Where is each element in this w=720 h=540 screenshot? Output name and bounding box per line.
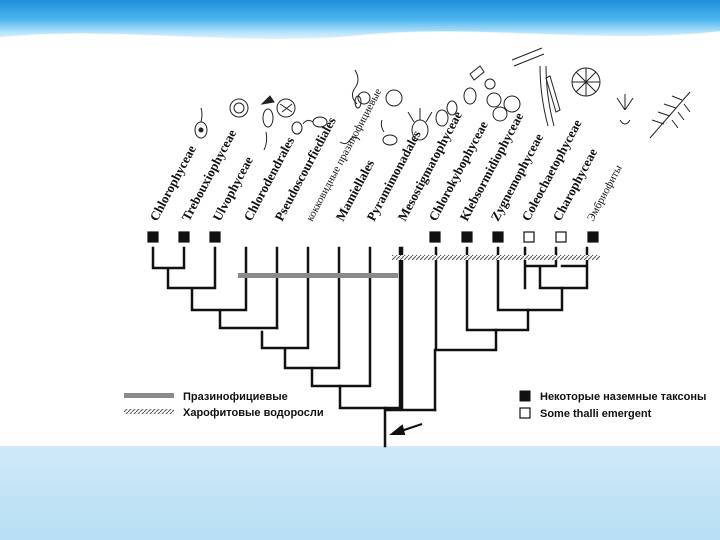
legend-prasino-swatch [124,393,174,398]
taxon-label: Эмбриофиты [585,163,625,224]
marker-open [555,231,567,243]
marker-filled [429,231,441,243]
legend-filled-label: Некоторые наземные таксоны [540,391,706,403]
phylogenetic-tree [151,246,589,448]
marker-open [523,231,535,243]
header-wave [0,31,720,50]
marker-filled [587,231,599,243]
root-arrow [389,423,423,435]
legend-filled-swatch [519,390,531,402]
legend-charo-swatch [124,409,174,414]
legend-open-swatch [519,407,531,419]
marker-filled [209,231,221,243]
marker-filled [147,231,159,243]
taxon-labels: Chlorophyceae Trebouxiophyceae Ulvophyce… [146,87,625,224]
marker-filled [461,231,473,243]
charo-bar [392,255,600,260]
footer-band [0,446,720,540]
legend-prasino-label: Празинофициевые [183,391,288,403]
marker-filled [492,231,504,243]
legend-open-label: Some thalli emergent [540,408,652,420]
legend: Празинофициевые Харофитовые водоросли Не… [124,390,706,420]
taxon-markers [147,231,599,243]
marker-filled [178,231,190,243]
organism-illustrations [194,47,691,151]
prasino-bar [238,273,398,278]
legend-charo-label: Харофитовые водоросли [183,407,324,419]
